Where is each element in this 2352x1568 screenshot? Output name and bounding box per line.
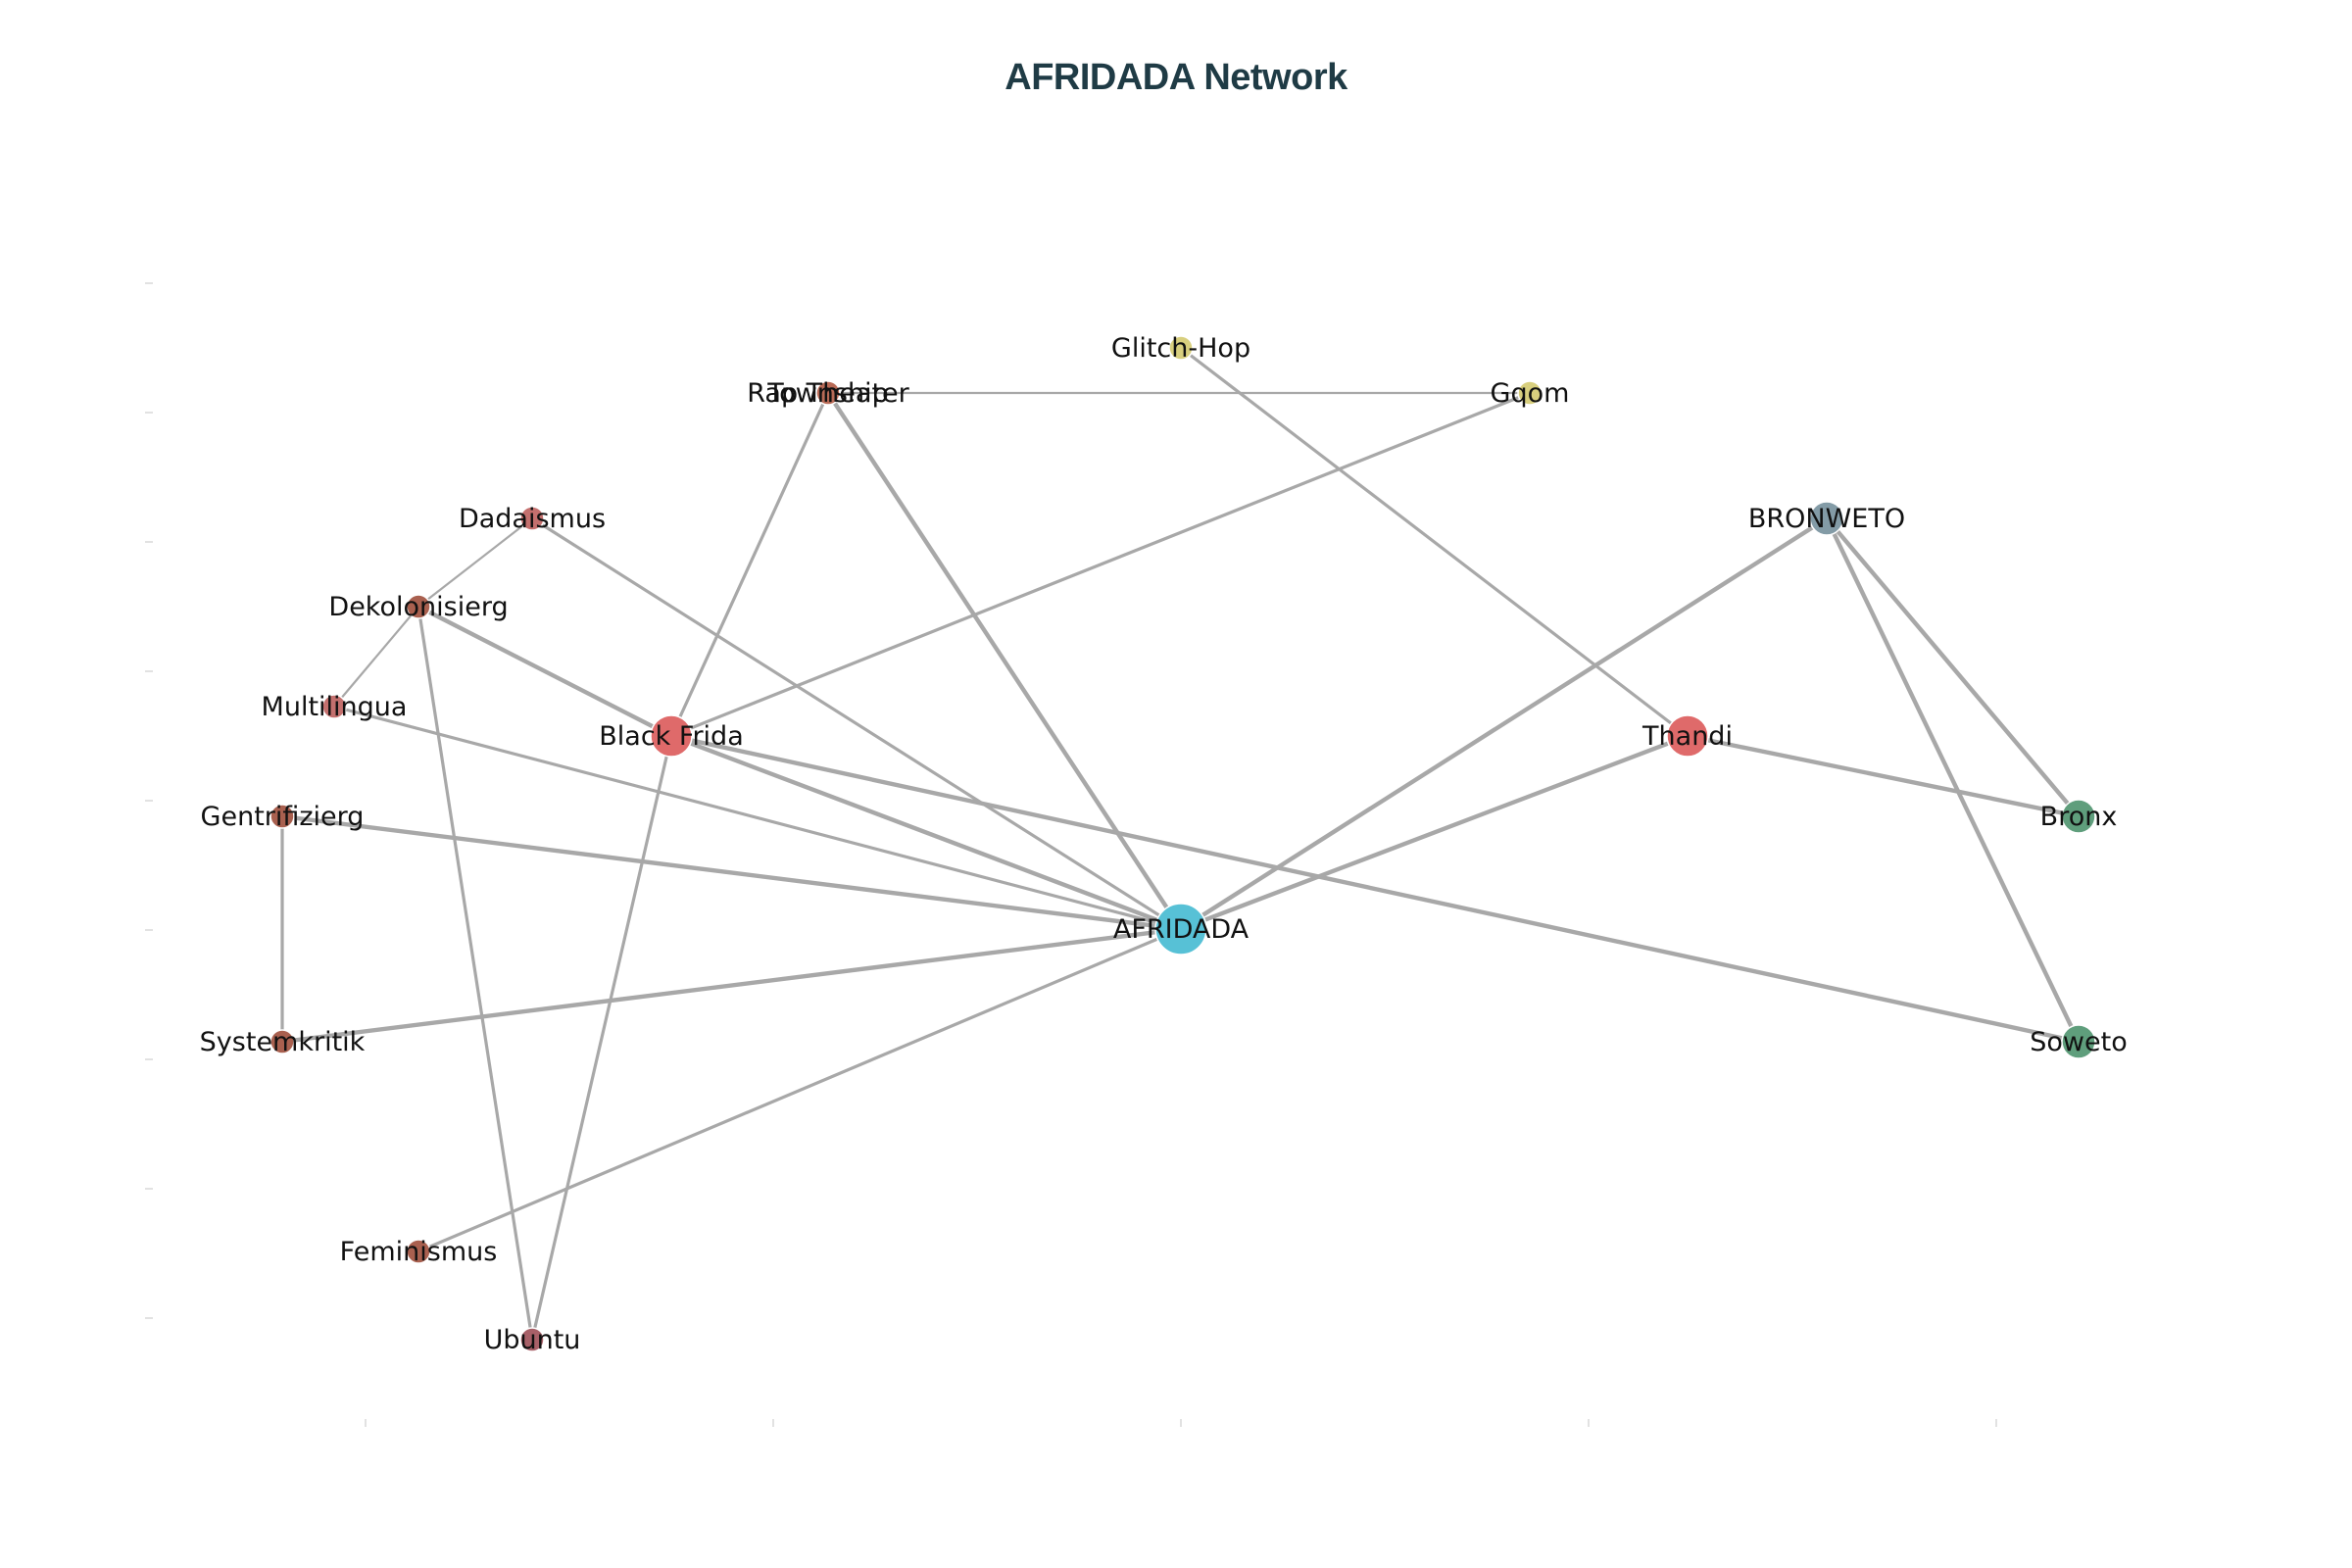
node-label-township: Township	[766, 378, 888, 409]
node-label-bronx: Bronx	[2040, 802, 2118, 832]
edge-afridada-multilingua	[332, 705, 1183, 931]
edge-black-frida-dekolonisierg	[416, 604, 674, 739]
edge-afridada-feminismus	[416, 927, 1183, 1253]
node-thandi[interactable]	[1666, 714, 1709, 758]
node-label-soweto: Soweto	[2030, 1027, 2127, 1057]
edge-dadaismus-dekolonisierg	[416, 516, 534, 609]
chart-title: AFRIDADA Network	[1004, 57, 1348, 98]
edge-afridada-thandi	[1178, 733, 1690, 932]
node-gentrifizierg[interactable]	[270, 804, 295, 829]
node-label-dadaismus: Dadaismus	[459, 504, 606, 534]
edge-black-frida-gqom	[669, 391, 1532, 738]
node-bronx[interactable]	[2061, 799, 2096, 834]
edge-black-frida-soweto	[668, 733, 2082, 1045]
edge-glitch-hop-thandi	[1179, 346, 1690, 738]
edges-layer	[279, 346, 2082, 1342]
edge-black-frida-township	[669, 391, 830, 738]
edge-afridada-dadaismus	[530, 516, 1183, 931]
node-systemkritik[interactable]	[270, 1029, 295, 1054]
edge-bronweto-bronx	[1824, 515, 2082, 819]
node-label-gqom: Gqom	[1491, 378, 1570, 409]
node-soweto[interactable]	[2061, 1024, 2096, 1059]
node-label-feminismus: Feminismus	[340, 1237, 498, 1267]
node-label-afridada: AFRIDADA	[1113, 914, 1250, 945]
node-feminismus[interactable]	[406, 1239, 431, 1264]
edge-afridada-black-frida	[668, 733, 1184, 932]
node-label-glitch-hop: Glitch-Hop	[1111, 333, 1250, 364]
node-label-ubuntu: Ubuntu	[484, 1325, 581, 1355]
edge-afridada-bronweto	[1178, 515, 1830, 932]
nodes-layer	[270, 335, 2096, 1352]
node-label-dekolonisierg: Dekolonisierg	[328, 592, 508, 622]
axis-ticks	[145, 282, 1997, 1427]
edge-afridada-gentrifizierg	[279, 813, 1184, 932]
edge-bronweto-soweto	[1824, 515, 2082, 1045]
edge-dekolonisierg-ubuntu	[416, 605, 534, 1342]
node-ubuntu[interactable]	[519, 1327, 545, 1352]
node-afridada[interactable]	[1154, 903, 1207, 956]
node-label-bronweto: BRONWETO	[1748, 504, 1905, 534]
node-bronweto[interactable]	[1809, 501, 1844, 536]
node-label-black-frida: Black Frida	[599, 721, 744, 752]
node-black-frida[interactable]	[650, 714, 693, 758]
node-glitch-hop[interactable]	[1168, 335, 1194, 361]
node-label-systemkritik: Systemkritik	[200, 1027, 366, 1057]
node-label-gentrifizierg: Gentrifizierg	[201, 802, 365, 832]
node-township[interactable]	[815, 380, 841, 406]
node-label-multilingua: Multilingua	[262, 692, 408, 722]
node-label-rap-theater: Rap Theater	[747, 378, 909, 409]
node-dekolonisierg[interactable]	[406, 594, 431, 619]
edge-dekolonisierg-multilingua	[332, 605, 420, 709]
node-gqom[interactable]	[1517, 380, 1543, 406]
edge-afridada-township	[825, 390, 1184, 932]
edge-afridada-systemkritik	[279, 926, 1184, 1045]
node-multilingua[interactable]	[321, 694, 347, 719]
edge-black-frida-ubuntu	[530, 734, 673, 1342]
edge-thandi-bronx	[1685, 733, 2082, 819]
node-dadaismus[interactable]	[519, 506, 545, 531]
node-label-thandi: Thandi	[1642, 721, 1733, 752]
